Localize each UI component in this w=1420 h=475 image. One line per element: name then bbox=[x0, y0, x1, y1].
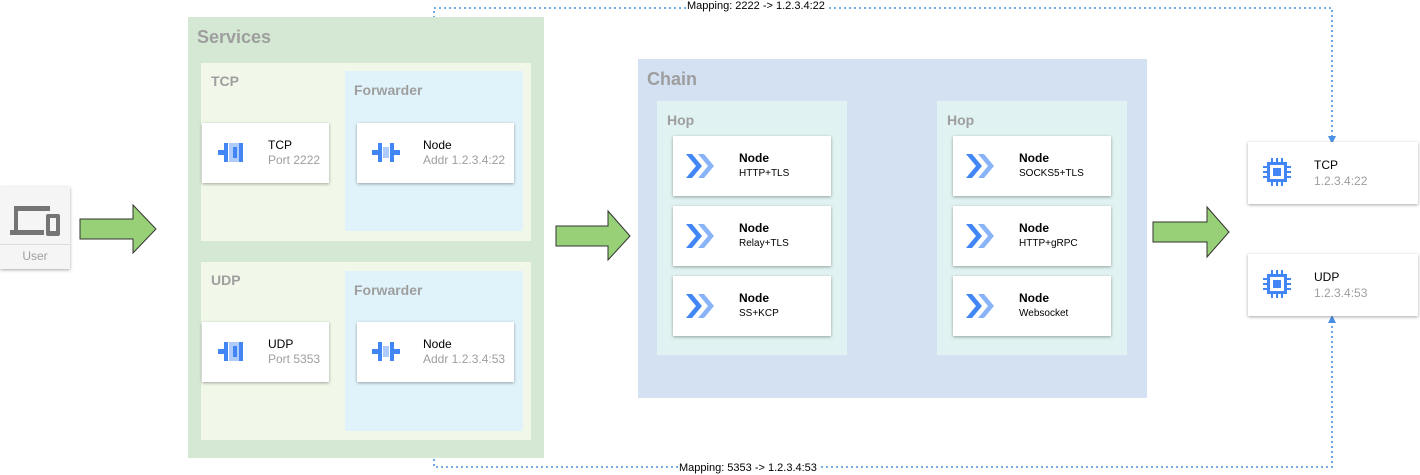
udp-forwarder-title: Forwarder bbox=[354, 282, 423, 298]
services-group: Services TCP TCP Port 2222 Forwarder bbox=[188, 17, 544, 458]
chain-group: Chain Hop Node HTTP+TLS Node Relay+TLS bbox=[638, 59, 1147, 398]
udp-mapping-label: Mapping: 5353 -> 1.2.3.4:53 bbox=[678, 462, 818, 474]
hop-1-node-2-protocol: Relay+TLS bbox=[739, 238, 789, 249]
hop-2-node-2[interactable]: Node HTTP+gRPC bbox=[953, 206, 1111, 266]
services-title: Services bbox=[197, 27, 272, 47]
udp-forwarder-box: Forwarder Node Addr 1.2.3.4:53 bbox=[345, 271, 523, 431]
hop-2-node-1-name: Node bbox=[1019, 151, 1049, 165]
hop-1-node-3-protocol: SS+KCP bbox=[739, 308, 779, 319]
flow-arrow-chain-to-targets bbox=[1152, 205, 1230, 259]
target-udp-addr: 1.2.3.4:53 bbox=[1314, 286, 1368, 300]
hop-1-box: Hop Node HTTP+TLS Node Relay+TLS Node SS… bbox=[657, 101, 847, 355]
hop-2-node-2-protocol: HTTP+gRPC bbox=[1019, 238, 1078, 249]
tcp-service-name: TCP bbox=[268, 138, 292, 152]
hop-2-node-3[interactable]: Node Websocket bbox=[953, 276, 1111, 336]
hop-2-node-2-name: Node bbox=[1019, 221, 1049, 235]
udp-service-title: UDP bbox=[211, 272, 241, 288]
hop-1-node-2-name: Node bbox=[739, 221, 769, 235]
target-tcp-card[interactable]: TCP 1.2.3.4:22 bbox=[1248, 142, 1418, 204]
flow-arrow-services-to-chain bbox=[555, 209, 631, 262]
hop-1-title: Hop bbox=[667, 112, 695, 128]
tcp-forwarder-title: Forwarder bbox=[354, 82, 423, 98]
hop-1-node-1[interactable]: Node HTTP+TLS bbox=[673, 136, 831, 196]
tcp-forwarder-node-name: Node bbox=[423, 138, 452, 152]
hop-1-node-3-name: Node bbox=[739, 291, 769, 305]
tcp-service-title: TCP bbox=[211, 73, 239, 89]
hop-1-node-3[interactable]: Node SS+KCP bbox=[673, 276, 831, 336]
tcp-forwarder-node-addr: Addr 1.2.3.4:22 bbox=[423, 153, 506, 167]
device-icon bbox=[10, 206, 60, 236]
user-divider bbox=[0, 244, 70, 245]
hop-1-node-1-protocol: HTTP+TLS bbox=[739, 168, 790, 179]
node-chevron-icon bbox=[686, 154, 714, 178]
service-listener-icon bbox=[218, 143, 243, 162]
node-chevron-icon bbox=[966, 294, 994, 318]
node-chevron-icon bbox=[966, 154, 994, 178]
tcp-forwarder-node-card[interactable]: Node Addr 1.2.3.4:22 bbox=[357, 123, 514, 183]
forwarder-node-icon bbox=[372, 342, 400, 361]
target-udp-card[interactable]: UDP 1.2.3.4:53 bbox=[1248, 254, 1418, 316]
hop-2-node-3-name: Node bbox=[1019, 291, 1049, 305]
node-chevron-icon bbox=[686, 294, 714, 318]
tcp-mapping-label: Mapping: 2222 -> 1.2.3.4:22 bbox=[686, 0, 826, 12]
user-label: User bbox=[22, 249, 48, 263]
target-udp-name: UDP bbox=[1314, 270, 1340, 284]
node-chevron-icon bbox=[686, 224, 714, 248]
hop-2-title: Hop bbox=[947, 112, 975, 128]
target-tcp-addr: 1.2.3.4:22 bbox=[1314, 174, 1368, 188]
hop-2-node-3-protocol: Websocket bbox=[1019, 308, 1069, 319]
tcp-forwarder-box: Forwarder Node Addr 1.2.3.4:22 bbox=[345, 71, 523, 231]
node-chevron-icon bbox=[966, 224, 994, 248]
flow-arrow-user-to-services bbox=[79, 203, 157, 255]
forwarder-node-icon bbox=[372, 143, 400, 162]
udp-service-card[interactable]: UDP Port 5353 bbox=[202, 322, 329, 382]
udp-forwarder-node-card[interactable]: Node Addr 1.2.3.4:53 bbox=[357, 322, 514, 382]
cpu-chip-icon bbox=[1263, 158, 1291, 186]
target-tcp-name: TCP bbox=[1314, 158, 1338, 172]
user-node[interactable]: User bbox=[0, 187, 70, 269]
cpu-chip-icon bbox=[1263, 270, 1291, 298]
udp-service-name: UDP bbox=[268, 337, 294, 351]
tcp-service-card[interactable]: TCP Port 2222 bbox=[202, 123, 329, 183]
udp-service-port: Port 5353 bbox=[268, 352, 321, 366]
hop-2-box: Hop Node SOCKS5+TLS Node HTTP+gRPC Node … bbox=[937, 101, 1127, 355]
service-listener-icon bbox=[218, 342, 243, 361]
tcp-service-port: Port 2222 bbox=[268, 153, 321, 167]
udp-forwarder-node-name: Node bbox=[423, 337, 452, 351]
hop-2-node-1[interactable]: Node SOCKS5+TLS bbox=[953, 136, 1111, 196]
hop-2-node-1-protocol: SOCKS5+TLS bbox=[1019, 168, 1084, 179]
udp-forwarder-node-addr: Addr 1.2.3.4:53 bbox=[423, 352, 506, 366]
hop-1-node-2[interactable]: Node Relay+TLS bbox=[673, 206, 831, 266]
hop-1-node-1-name: Node bbox=[739, 151, 769, 165]
chain-title: Chain bbox=[647, 69, 698, 89]
